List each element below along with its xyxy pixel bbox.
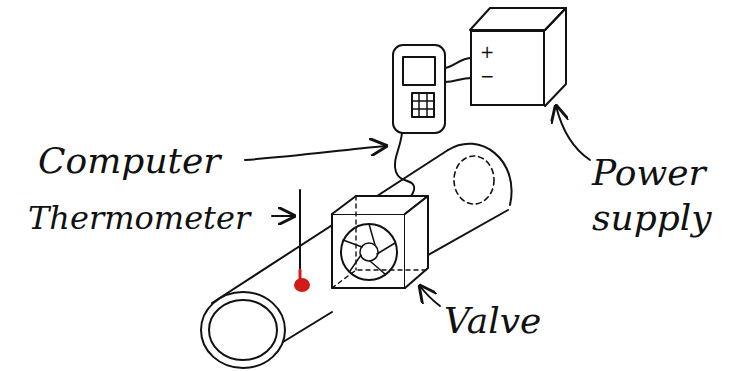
pipe-end [201,292,285,368]
terminal-sign: − [480,68,494,85]
leader-arrow [420,286,440,306]
terminal-sign: + [480,44,494,61]
valve-iris-center [360,243,378,261]
leader-arrow [556,106,590,160]
leader-arrow [245,146,386,160]
power-supply-side [545,8,566,106]
part-label: Computer [38,138,248,183]
wire [445,58,472,68]
computer-keypad [412,93,434,117]
computer-screen [403,57,435,85]
computer-body [393,45,445,133]
part-label: Valve [444,298,584,343]
pipe-far-end [448,144,512,205]
valve-hidden-edges [332,196,428,288]
thermometer-stem [299,190,301,282]
part-label: Thermometer [28,198,278,238]
leader-arrow [272,215,294,217]
pipe-hidden-end [454,156,494,204]
part-label: Power supply [592,150,732,240]
wire [445,78,472,82]
thermometer-bulb [295,279,309,291]
pipe-end-inner [209,300,277,360]
power-supply-top [470,8,566,30]
keypad-grid [412,93,434,117]
valve-front [332,214,405,288]
iris-blades [343,224,395,274]
power-supply-box: +− [470,30,545,106]
valve-side [405,196,428,288]
valve-iris [341,224,397,280]
